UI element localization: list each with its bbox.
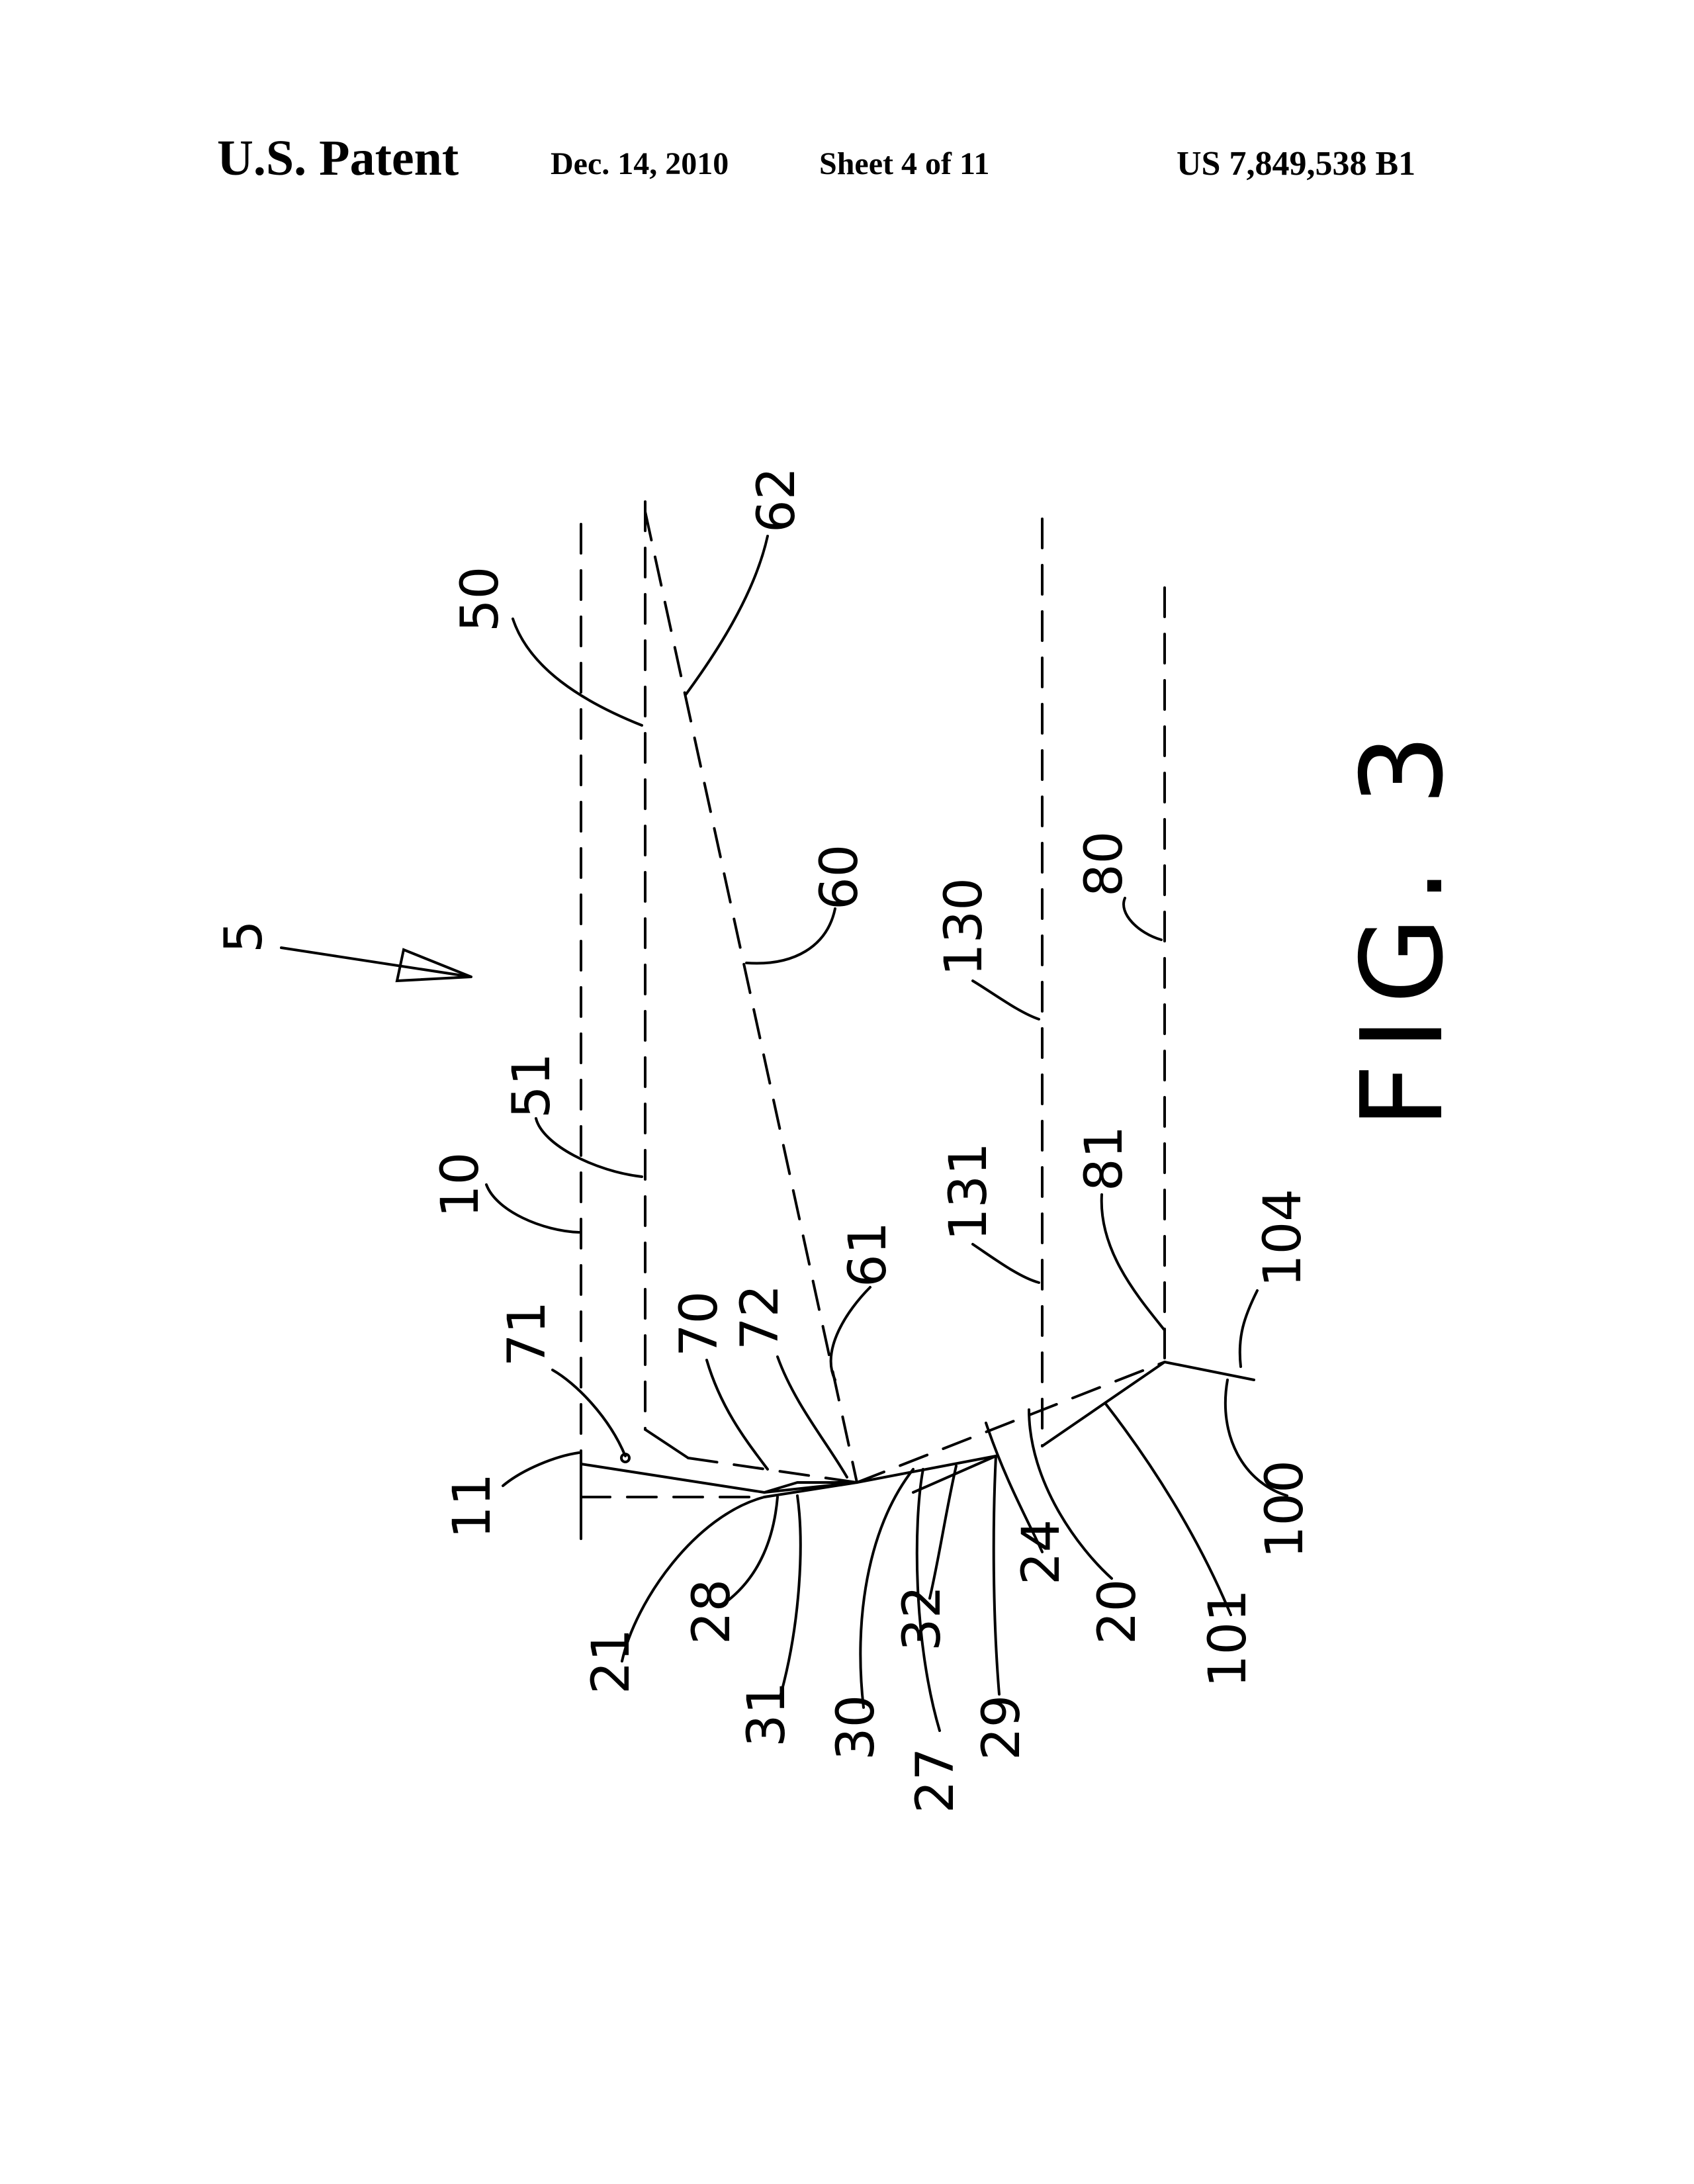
label-72: 72: [731, 1285, 790, 1350]
label-21: 21: [582, 1629, 641, 1694]
leader-60: [746, 909, 835, 964]
label-31: 31: [737, 1682, 797, 1747]
label-51: 51: [502, 1053, 562, 1118]
label-101: 101: [1198, 1589, 1258, 1688]
label-130: 130: [934, 878, 994, 976]
label-71: 71: [498, 1301, 557, 1367]
label-62: 62: [747, 467, 807, 533]
arrow-5-head: [397, 950, 471, 981]
label-81: 81: [1075, 1126, 1134, 1191]
leader-130: [973, 981, 1039, 1019]
leader-11: [503, 1453, 579, 1486]
leader-70: [707, 1360, 768, 1469]
label-104: 104: [1253, 1189, 1313, 1287]
leader-31: [781, 1496, 801, 1694]
leader-81: [1102, 1195, 1165, 1330]
leader-29: [994, 1456, 999, 1694]
label-30: 30: [826, 1695, 886, 1760]
line-32-top: [857, 1456, 996, 1482]
line-50-end: [645, 1430, 688, 1458]
leader-61: [831, 1287, 870, 1380]
leader-32: [930, 1466, 956, 1598]
label-32: 32: [893, 1586, 952, 1651]
arrow-5-shaft: [281, 948, 471, 977]
leader-50: [513, 619, 642, 725]
line-11-base: [581, 1464, 764, 1492]
label-80: 80: [1075, 831, 1134, 897]
label-27: 27: [906, 1748, 965, 1813]
label-60: 60: [810, 844, 869, 910]
label-70: 70: [670, 1291, 729, 1357]
leader-62: [686, 536, 768, 695]
line-130-end: [1042, 1362, 1165, 1446]
figure-caption: FIG. 3: [1337, 721, 1468, 1128]
leader-72: [778, 1357, 847, 1477]
leader-51: [536, 1118, 642, 1177]
line-70: [688, 1458, 857, 1482]
label-29: 29: [972, 1695, 1032, 1760]
leader-10: [486, 1185, 579, 1232]
blade-outline: [764, 1482, 857, 1497]
leader-71: [553, 1370, 625, 1456]
leader-104: [1240, 1291, 1257, 1367]
label-100: 100: [1255, 1460, 1315, 1559]
label-50: 50: [451, 567, 510, 632]
label-61: 61: [838, 1222, 898, 1287]
leader-80: [1124, 898, 1161, 940]
label-10: 10: [431, 1152, 490, 1218]
label-20: 20: [1088, 1579, 1147, 1645]
label-131: 131: [939, 1142, 999, 1241]
label-11: 11: [443, 1473, 502, 1539]
label-24: 24: [1012, 1520, 1071, 1585]
label-28: 28: [682, 1579, 742, 1645]
leader-131: [973, 1244, 1039, 1283]
label-5: 5: [214, 920, 274, 953]
